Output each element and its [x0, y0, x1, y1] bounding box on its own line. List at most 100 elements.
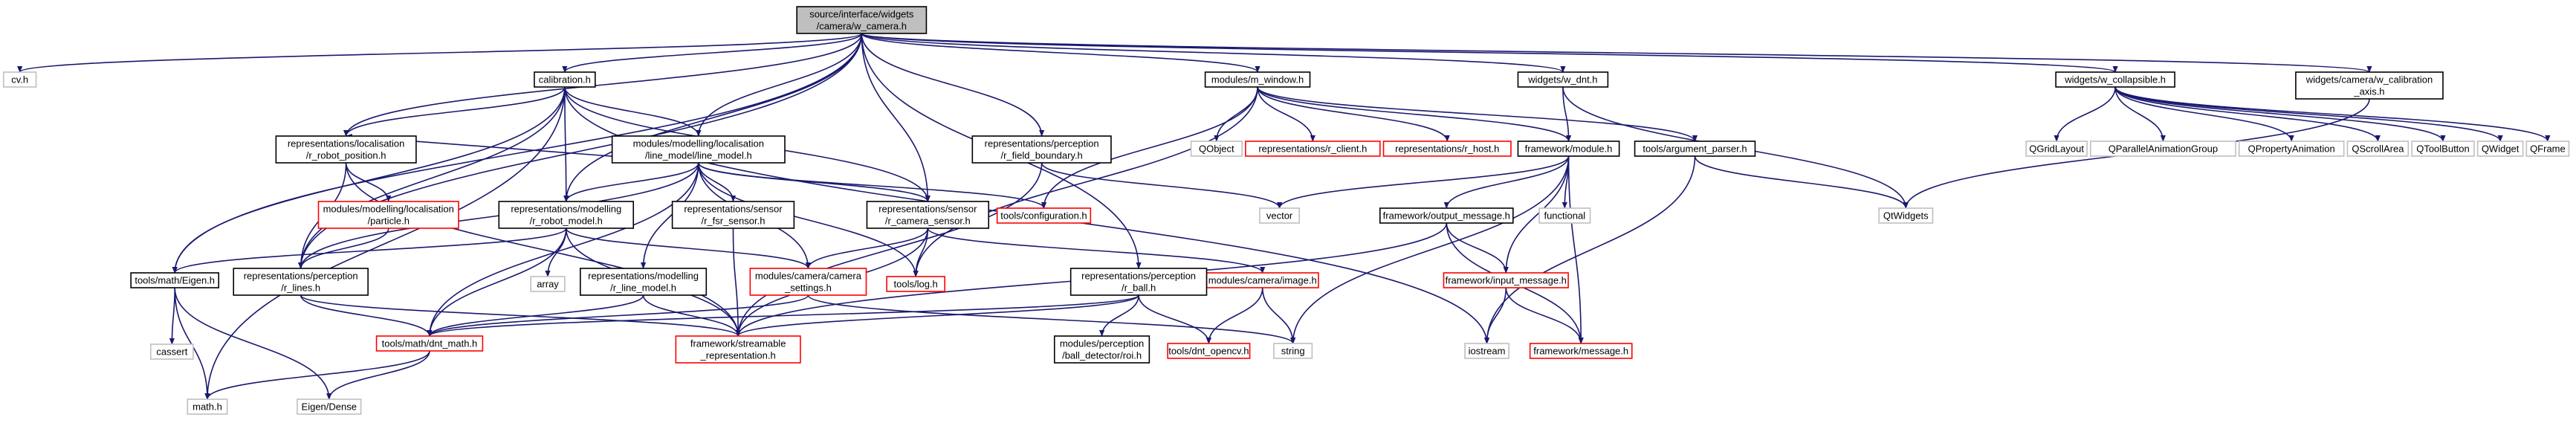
node-dnt-math[interactable]: tools/math/dnt_math.h [375, 335, 484, 352]
node-r-field-boundary[interactable]: representations/perception/r_field_bound… [971, 135, 1112, 164]
node-label: _settings.h [784, 283, 832, 294]
node-box [1529, 343, 1633, 359]
node-box [749, 268, 867, 296]
node-configuration[interactable]: tools/configuration.h [996, 207, 1092, 224]
node-image[interactable]: modules/camera/image.h [1206, 272, 1319, 288]
node-qparallel: QParallelAnimationGroup [2089, 141, 2236, 157]
edge-image-to-string [1261, 287, 1296, 344]
edge-eigen-to-math [174, 287, 210, 400]
node-label: calibration.h [539, 74, 591, 85]
node-r-fsr-sensor[interactable]: representations/sensor/r_fsr_sensor.h [671, 201, 795, 229]
node-cassert: cassert [150, 343, 194, 360]
node-box [1273, 343, 1313, 359]
edge-argument_parser-to-qtwidgets [1694, 155, 1909, 209]
node-box [1245, 141, 1381, 157]
node-label: QPropertyAnimation [2248, 143, 2335, 155]
node-calibration[interactable]: calibration.h [534, 71, 596, 88]
node-label: representations/perception [985, 138, 1099, 149]
node-label: widgets/camera/w_calibration [2305, 74, 2433, 85]
node-label: representations/modelling [511, 204, 621, 215]
node-label: modules/modelling/localisation [633, 138, 764, 149]
node-array: array [530, 276, 566, 292]
node-label: QFrame [2530, 143, 2566, 155]
node-r-lines[interactable]: representations/perception/r_lines.h [233, 268, 369, 296]
node-r-client[interactable]: representations/r_client.h [1245, 141, 1381, 157]
node-box [866, 201, 990, 229]
node-root[interactable]: source/interface/widgets/camera/w_camera… [796, 6, 928, 34]
node-box [1443, 272, 1569, 288]
node-label: /r_robot_position.h [306, 150, 386, 161]
node-box [375, 335, 484, 352]
edge-line_model-to-dnt_math [427, 162, 699, 337]
node-w-dnt[interactable]: widgets/w_dnt.h [1517, 71, 1609, 88]
node-math: math.h [187, 398, 228, 415]
node-box [996, 207, 1092, 224]
edge-w_collapsible-to-qgridlayout [2054, 86, 2116, 142]
edge-w_collapsible-to-qframe [2114, 86, 2551, 142]
node-label: representations/r_client.h [1258, 143, 1367, 155]
node-label: representations/sensor [878, 204, 977, 215]
edge-framework_module-to-vector [1277, 155, 1570, 209]
node-particle[interactable]: modules/modelling/localisation/particle.… [317, 201, 459, 229]
node-qtwidgets: QtWidgets [1878, 207, 1934, 224]
node-r-robot-model[interactable]: representations/modelling/r_robot_model.… [498, 201, 635, 229]
node-label: QScrollArea [2352, 143, 2404, 155]
node-box [1053, 335, 1151, 364]
node-label: QToolButton [2416, 143, 2470, 155]
node-r-robot-position[interactable]: representations/localisation/r_robot_pos… [275, 135, 417, 164]
node-label: QWidget [2482, 143, 2520, 155]
node-box [1517, 71, 1609, 88]
node-qscrollarea: QScrollArea [2346, 141, 2410, 157]
edge-r_robot_model-to-eigen [172, 227, 567, 274]
node-box [1379, 207, 1514, 224]
edge-dnt_math-to-eigen_dense [326, 350, 430, 400]
node-vector: vector [1259, 207, 1301, 224]
edge-r_robot_position-to-streamable [345, 162, 741, 337]
node-label: framework/input_message.h [1446, 275, 1567, 286]
edge-m_window-to-argument_parser [1257, 86, 1698, 142]
node-label: source/interface/widgets [809, 9, 914, 20]
node-box [275, 135, 417, 164]
node-box [580, 268, 708, 296]
edge-r_camera_sensor-to-camera_settings [805, 227, 929, 269]
node-input-message[interactable]: framework/input_message.h [1443, 272, 1569, 288]
node-box [2295, 71, 2444, 100]
edge-framework_module-to-message [1567, 155, 1584, 344]
node-box [2, 71, 37, 88]
edge-root-to-r_field_boundary [861, 33, 1045, 137]
edge-image-to-dnt_opencv [1206, 287, 1263, 344]
node-w-collapsible[interactable]: widgets/w_collapsible.h [2055, 71, 2175, 88]
node-box [317, 201, 459, 229]
node-r-ball[interactable]: representations/perception/r_ball.h [1069, 268, 1208, 296]
node-label: /r_robot_model.h [530, 216, 603, 227]
node-eigen[interactable]: tools/math/Eigen.h [130, 272, 220, 288]
node-w-calibration-axis[interactable]: widgets/camera/w_calibration_axis.h [2295, 71, 2444, 100]
node-box [611, 135, 786, 164]
node-framework-module[interactable]: framework/module.h [1517, 141, 1620, 157]
node-message[interactable]: framework/message.h [1529, 343, 1633, 359]
node-label: tools/dnt_opencv.h [1168, 346, 1249, 357]
node-r-line-model[interactable]: representations/modelling/r_line_model.h [580, 268, 708, 296]
edge-r_lines-to-dnt_math [300, 294, 433, 337]
node-line-model[interactable]: modules/modelling/localisation/line_mode… [611, 135, 786, 164]
node-ball-detector[interactable]: modules/perception/ball_detector/roi.h [1053, 335, 1151, 364]
node-label: modules/m_window.h [1211, 74, 1304, 85]
node-streamable[interactable]: framework/streamable_representation.h [675, 335, 801, 364]
edge-calibration-to-line_model [564, 86, 702, 137]
node-r-camera-sensor[interactable]: representations/sensor/r_camera_sensor.h [866, 201, 990, 229]
node-label: representations/perception [244, 271, 358, 282]
node-dnt-opencv[interactable]: tools/dnt_opencv.h [1167, 343, 1251, 359]
edge-eigen-to-cassert [169, 287, 175, 345]
node-box [2025, 141, 2088, 157]
node-output-message[interactable]: framework/output_message.h [1379, 207, 1514, 224]
edge-line_model-to-log [698, 162, 919, 277]
node-label: framework/message.h [1533, 346, 1628, 357]
node-argument-parser[interactable]: tools/argument_parser.h [1634, 141, 1756, 157]
node-m-window[interactable]: modules/m_window.h [1204, 71, 1311, 88]
node-log[interactable]: tools/log.h [886, 276, 945, 292]
node-box [1069, 268, 1208, 296]
edge-r_camera_sensor-to-log [913, 227, 929, 277]
node-camera-settings[interactable]: modules/camera/camera_settings.h [749, 268, 867, 296]
node-r-host[interactable]: representations/r_host.h [1382, 141, 1512, 157]
